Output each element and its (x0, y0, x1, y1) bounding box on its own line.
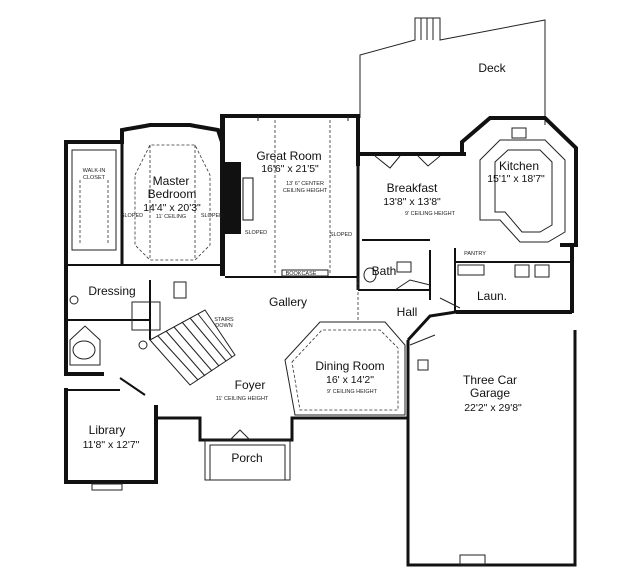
laundry-label: Laun. (477, 289, 507, 303)
deck-label: Deck (478, 61, 506, 75)
foyer-ceiling: 11' CEILING HEIGHT (216, 396, 269, 402)
breakfast-ceiling: 9' CEILING HEIGHT (405, 211, 456, 217)
master-bedroom-ceiling: 11' CEILING (156, 214, 186, 220)
library-window (91, 483, 123, 491)
fireplace (225, 162, 254, 234)
garage-dimensions: 22'2" x 29'8" (464, 402, 522, 414)
dining-room-label: Dining Room (315, 359, 384, 373)
bookcase-label: BOOKCASE (286, 271, 317, 277)
master-bedroom-dimensions: 14'4" x 20'3" (143, 202, 201, 214)
bath-label: Bath (372, 264, 397, 278)
stairs (131, 301, 236, 386)
walk-in-closet-label-2: CLOSET (83, 175, 106, 181)
master-bedroom-label-1: Master (153, 174, 190, 188)
garage-door-entry (409, 334, 486, 566)
great-room-ceiling (257, 116, 349, 277)
great-room-note-1: 13' 6" CENTER (286, 181, 324, 187)
foyer-label: Foyer (235, 378, 266, 392)
dressing-label: Dressing (88, 284, 135, 298)
tub (69, 281, 187, 366)
stairs-down-label-1: STAIRS (214, 317, 234, 323)
breakfast-door (374, 155, 441, 169)
deck (359, 17, 546, 125)
laundry-fixtures (439, 264, 550, 309)
porch (204, 429, 291, 481)
breakfast-label: Breakfast (387, 181, 438, 195)
kitchen-label: Kitchen (499, 159, 539, 173)
library-dimensions: 11'8" x 12'7" (83, 439, 140, 451)
dining-room-ceiling: 9' CEILING HEIGHT (327, 389, 378, 395)
walk-in-closet (71, 149, 117, 251)
great-room-dimensions: 16'6" x 21'5" (261, 163, 319, 175)
kitchen-dimensions: 15'1" x 18'7" (487, 173, 545, 185)
great-room-sloped-right: SLOPED (330, 232, 352, 238)
garage-label-1: Three Car (463, 373, 517, 387)
master-sloped-left: SLOPED (121, 213, 143, 219)
hall-label: Hall (397, 305, 418, 319)
pantry-label: PANTRY (464, 251, 486, 257)
walk-in-closet-label-1: WALK-IN (83, 168, 106, 174)
gallery-label: Gallery (269, 295, 307, 309)
breakfast-dimensions: 13'8" x 13'8" (383, 196, 441, 208)
master-sloped-right: SLOPED (201, 213, 223, 219)
dining-room-outline (284, 277, 406, 416)
garage-label-2: Garage (470, 386, 510, 400)
stairs-down-label-2: DOWN (215, 323, 232, 329)
interior-walls (66, 142, 572, 396)
great-room-note-2: CEILING HEIGHT (283, 188, 328, 194)
porch-label: Porch (231, 451, 262, 465)
library-label: Library (89, 423, 126, 437)
great-room-sloped-left: SLOPED (245, 230, 267, 236)
master-ceiling-outline (134, 144, 211, 261)
great-room-label: Great Room (256, 149, 321, 163)
bath-fixtures (363, 261, 431, 291)
master-bedroom-label-2: Bedroom (148, 187, 197, 201)
kitchen-island (479, 127, 566, 243)
dining-room-dimensions: 16' x 14'2" (326, 374, 374, 386)
